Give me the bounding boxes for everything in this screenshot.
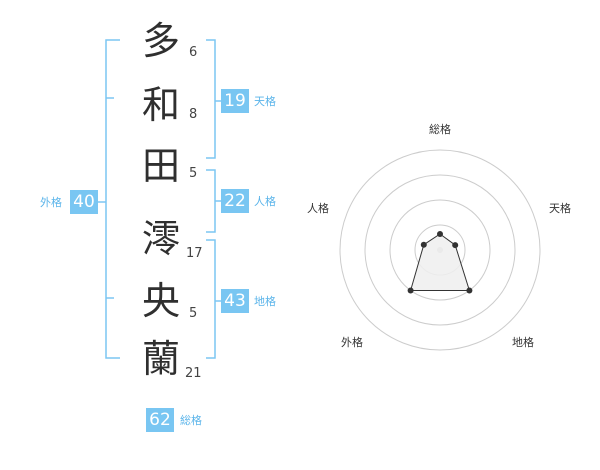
radar-ring [389,199,491,301]
radar-ring [339,149,541,351]
radar-label-soukaku: 総格 [429,123,451,136]
radar-point-1 [437,231,443,237]
gaikaku-label: 外格 [40,196,62,209]
name-char-4: 澪 [142,217,181,261]
name-char-1: 多 [142,19,181,63]
stroke-count-3: 5 [189,166,198,181]
radar-point-3 [466,287,473,294]
stroke-count-4: 17 [186,246,203,261]
radar-chart [339,149,541,351]
chikaku-value: 43 [221,289,249,313]
radar-point-5 [420,241,427,248]
stroke-count-1: 6 [189,45,198,60]
radar-label-chikaku: 地格 [512,336,534,349]
name-char-2: 和 [142,83,181,127]
jinkaku-bracket [206,169,216,233]
stroke-count-5: 5 [189,306,198,321]
jinkaku-label: 人格 [254,195,276,208]
soukaku-value: 62 [146,408,174,432]
name-char-6: 蘭 [142,337,181,381]
tenkaku-bracket [206,39,216,159]
stroke-count-6: 21 [185,366,202,381]
chikaku-label: 地格 [254,295,276,308]
radar-polygon [409,233,471,291]
radar-point-4 [407,287,414,294]
name-char-3: 田 [142,144,181,188]
name-char-5: 央 [142,279,181,323]
soukaku-label: 総格 [180,414,202,427]
radar-ring [364,174,516,326]
radar-label-jinkaku: 人格 [307,202,329,215]
tenkaku-value: 19 [221,89,249,113]
gaikaku-value: 40 [70,190,98,214]
tenkaku-label: 天格 [254,95,276,108]
radar-label-tenkaku: 天格 [549,202,571,215]
chikaku-bracket [206,239,216,359]
radar-label-gaikaku: 外格 [341,336,363,349]
radar-point-2 [452,242,459,249]
outer-bracket [105,39,120,359]
jinkaku-value: 22 [221,189,249,213]
stroke-count-2: 8 [189,107,198,122]
